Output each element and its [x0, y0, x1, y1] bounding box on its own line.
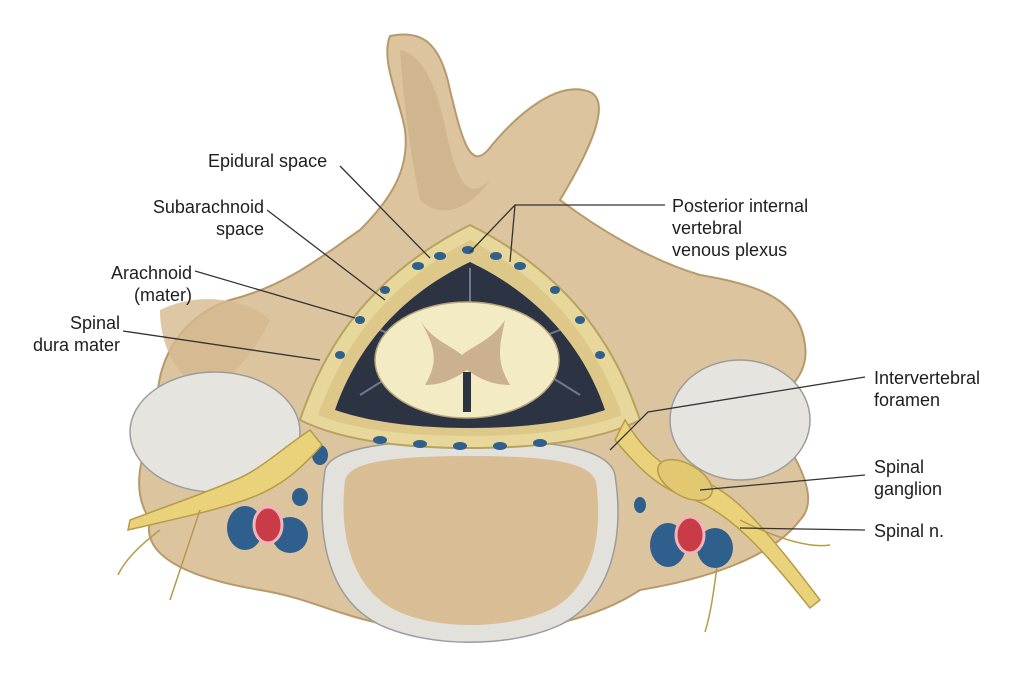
label-arachnoid-mater: Arachnoid (mater) — [110, 263, 192, 305]
right-spinal-ganglion — [657, 458, 713, 502]
right-articular-facet — [669, 359, 811, 481]
label-subarachnoid-space: Subarachnoid space — [152, 197, 264, 239]
label-posterior-internal-venous-plexus: Posterior internal vertebral venous plex… — [672, 196, 809, 260]
leader-lines — [122, 165, 866, 531]
label-spinal-nerve: Spinal n. — [874, 521, 945, 541]
right-vertebral-artery — [674, 515, 706, 555]
label-spinal-dura-mater: Spinal dura mater — [32, 313, 120, 355]
label-epidural-space: Epidural space — [208, 151, 328, 171]
leader-epidural-space — [339, 165, 431, 259]
spinous-process-shading — [400, 50, 490, 211]
leader-dura-mater — [122, 330, 321, 361]
leader-spinal-ganglion — [699, 474, 866, 491]
leader-venous-plexus-2 — [509, 204, 516, 263]
vertebral-body-cancellous — [343, 456, 599, 625]
left-spinal-nerve — [127, 428, 323, 532]
leader-subarachnoid-space — [266, 209, 386, 301]
right-vertebral-vein-2 — [697, 528, 733, 568]
left-vertebral-artery — [252, 505, 284, 545]
label-intervertebral-foramen: Intervertebral foramen — [874, 368, 981, 410]
label-spinal-ganglion: Spinal ganglion — [874, 457, 943, 499]
venous-plexus — [292, 246, 646, 513]
spinal-cord-gray-matter — [420, 320, 510, 385]
leader-spinal-nerve — [739, 527, 866, 531]
anterior-median-fissure — [463, 372, 471, 412]
leader-intervertebral-foramen — [609, 376, 866, 451]
leader-arachnoid — [194, 270, 356, 319]
